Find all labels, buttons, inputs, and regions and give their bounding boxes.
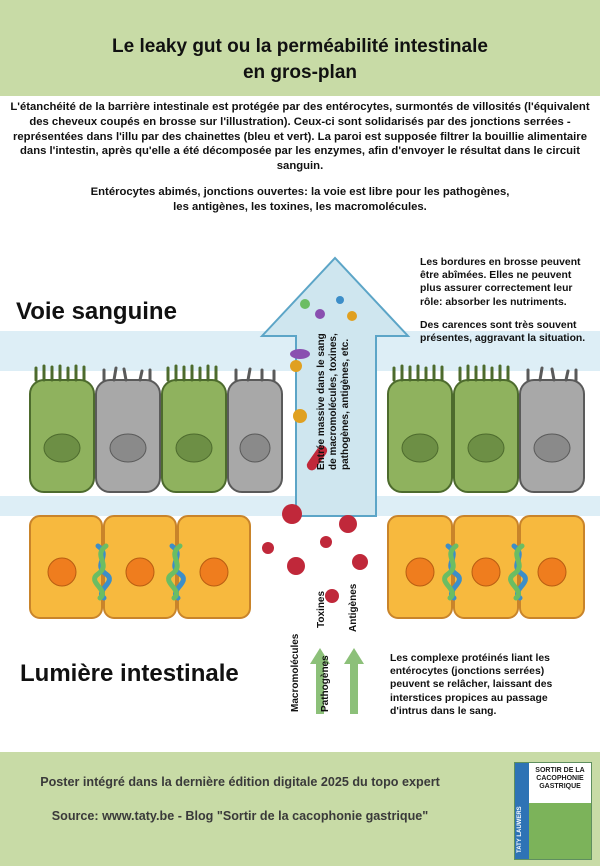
- illustration: [0, 256, 600, 714]
- book-spine: [515, 763, 529, 859]
- upper-cells-left: [29, 364, 283, 493]
- label-antigenes: Antigènes: [348, 583, 359, 632]
- book-top: [529, 763, 591, 803]
- title-line-2: en gros-plan: [242, 62, 357, 83]
- book-cover: SORTIR DE LA CACOPHONIE GASTRIQUE TATY L…: [514, 762, 592, 860]
- note-brush-border-p2: Des carences sont très souvent présentes…: [420, 319, 586, 345]
- label-voie-sanguine: Voie sanguine: [16, 298, 177, 325]
- upper-cells-right: [387, 364, 585, 493]
- label-pathogenes: Pathogènes: [320, 655, 331, 712]
- label-toxines: Toxines: [316, 590, 327, 628]
- lower-cells-left: [29, 515, 251, 619]
- intro-paragraph-1: L'étanchéité de la barrière intestinale …: [10, 101, 590, 173]
- page-title: Le leaky gut ou la perméabilité intestin…: [0, 34, 600, 86]
- book-author: TATY LAUWERS: [517, 806, 523, 853]
- arrow-particles: [290, 296, 357, 423]
- intruder-arrows: [310, 648, 364, 714]
- note-brush-border: Les bordures en brosse peuvent être abîm…: [420, 256, 592, 355]
- pathogens: [262, 445, 368, 603]
- intro-paragraph-2-line-2: les antigènes, les toxines, les macromol…: [173, 200, 427, 213]
- note-brush-border-p1: Les bordures en brosse peuvent être abîm…: [420, 257, 581, 308]
- header-band: [0, 0, 600, 96]
- arrow-caption: Entrée massive dans le sang de macromolé…: [316, 333, 351, 470]
- intro-paragraph-2-line-1: Entérocytes abimés, jonctions ouvertes: …: [90, 185, 510, 198]
- tight-junctions: [92, 543, 528, 601]
- title-line-1: Le leaky gut ou la perméabilité intestin…: [112, 36, 488, 57]
- intro-paragraph-2: Entérocytes abimés, jonctions ouvertes: …: [10, 185, 590, 215]
- footer-line-2: Source: www.taty.be - Blog "Sortir de la…: [51, 809, 429, 823]
- note-tight-junctions: Les complexe protéinés liant les entéroc…: [390, 653, 553, 717]
- book-illustration: [529, 803, 591, 859]
- label-lumiere-intestinale: Lumière intestinale: [20, 660, 239, 687]
- lower-cells-right: [387, 515, 585, 619]
- footer-line-1: Poster intégré dans la dernière édition …: [40, 775, 440, 789]
- intro-text: L'étanchéité de la barrière intestinale …: [10, 100, 590, 226]
- footer-band: [0, 752, 600, 866]
- book-title: SORTIR DE LA CACOPHONIE GASTRIQUE: [535, 767, 585, 790]
- label-macromolecules: Macromolécules: [290, 633, 301, 712]
